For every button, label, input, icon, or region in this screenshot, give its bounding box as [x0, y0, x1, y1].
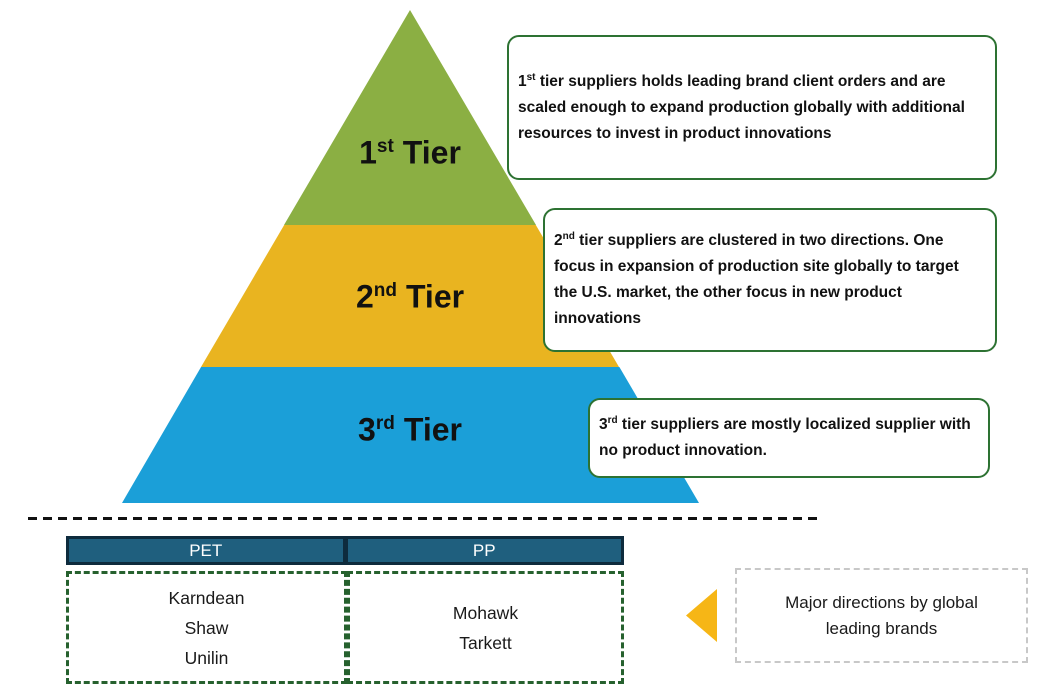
- callout-3-ordinal-suffix: rd: [607, 414, 618, 426]
- callout-1-body: tier suppliers holds leading brand clien…: [518, 72, 965, 142]
- pyramid-tier-1-shape: [284, 10, 536, 225]
- tier-1-ordinal-suffix: st: [376, 135, 394, 157]
- tier-1-label: 1st Tier: [359, 135, 461, 172]
- tier-3-callout-text: 3rd tier suppliers are mostly localized …: [599, 412, 979, 464]
- tier-1-ordinal: 1: [359, 134, 377, 171]
- callout-1-ordinal: 1: [518, 72, 527, 90]
- callout-3-ordinal: 3: [599, 416, 608, 433]
- pp-suppliers-box: Mohawk Tarkett: [347, 571, 624, 684]
- tier-2-ordinal-suffix: nd: [373, 279, 397, 301]
- legend-box: Major directions by global leading brand…: [735, 568, 1028, 663]
- tier-2-ordinal: 2: [355, 278, 374, 315]
- legend-text: Major directions by global leading brand…: [785, 592, 978, 638]
- supplier-name: Shaw: [184, 617, 229, 638]
- tier-3-label: 3rd Tier: [358, 412, 462, 449]
- header-cell-pet: PET: [69, 539, 343, 562]
- tier-1-callout: 1st tier suppliers holds leading brand c…: [507, 35, 997, 180]
- supplier-name: Karndean: [168, 587, 245, 608]
- tier-2-label: 2nd Tier: [356, 279, 464, 316]
- callout-3-body: tier suppliers are mostly localized supp…: [599, 416, 971, 459]
- tier-2-callout: 2nd tier suppliers are clustered in two …: [543, 208, 997, 352]
- header-cell-pp: PP: [347, 539, 621, 562]
- supplier-name: Unilin: [184, 647, 229, 668]
- supplier-name: Mohawk: [452, 602, 519, 623]
- tier-1-callout-text: 1st tier suppliers holds leading brand c…: [518, 69, 986, 147]
- tier-1-word: Tier: [402, 134, 461, 171]
- callout-2-body: tier suppliers are clustered in two dire…: [554, 232, 959, 327]
- tier-3-ordinal: 3: [358, 411, 376, 448]
- materials-table-header: PET PP: [66, 536, 624, 565]
- tier-3-callout: 3rd tier suppliers are mostly localized …: [588, 398, 990, 478]
- pet-suppliers-box: Karndean Shaw Unilin: [66, 571, 347, 684]
- dashed-separator-line: [28, 517, 822, 520]
- callout-2-ordinal-suffix: nd: [562, 230, 575, 242]
- tier-3-word: Tier: [403, 411, 462, 448]
- supplier-name: Tarkett: [459, 632, 512, 653]
- tier-2-callout-text: 2nd tier suppliers are clustered in two …: [554, 228, 986, 332]
- tier-2-word: Tier: [405, 278, 465, 315]
- callout-2-ordinal: 2: [554, 232, 563, 249]
- callout-1-ordinal-suffix: st: [526, 71, 536, 83]
- left-arrow-icon: [686, 589, 717, 642]
- tier-3-ordinal-suffix: rd: [375, 412, 395, 434]
